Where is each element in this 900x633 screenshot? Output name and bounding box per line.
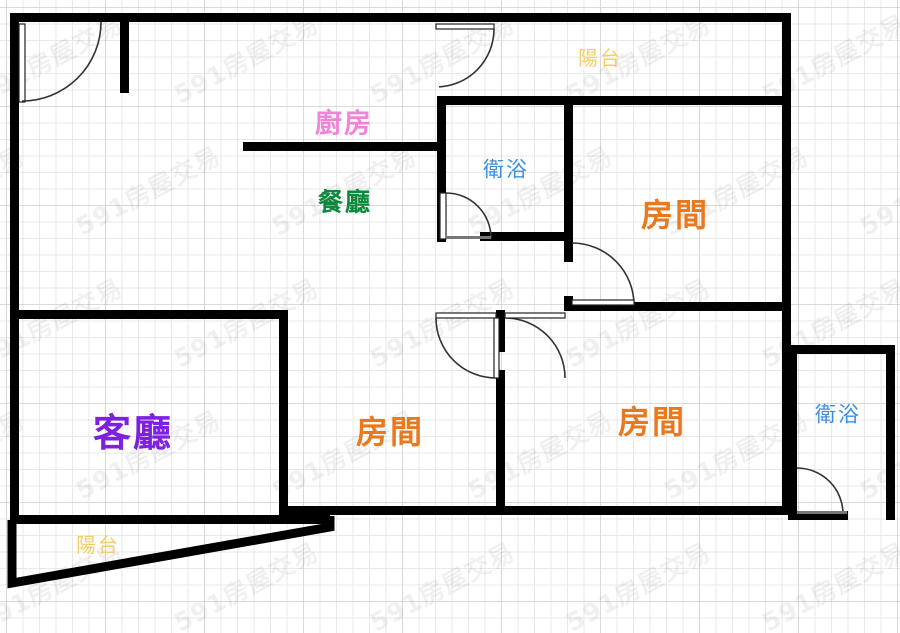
corridor-walls [564, 232, 791, 311]
wall-top-main [119, 13, 791, 22]
wall-corridor-vertical [564, 232, 573, 262]
wall-mid-horizontal-left [19, 310, 287, 319]
bedroom-top-right-door[interactable] [571, 242, 635, 306]
bedroom-middle-door[interactable] [435, 312, 500, 379]
balcony-top-door-swing-arc [435, 28, 495, 88]
entrance-door-leaf [18, 23, 26, 103]
room-label-bathroom-main: 衛浴 [483, 157, 529, 182]
entrance-door[interactable] [18, 21, 102, 103]
bathroom-main-door-leaf [439, 192, 447, 240]
wall-outer-right-upper [782, 13, 791, 311]
wall-bedroom-mid-right-lower [496, 370, 505, 515]
wall-bedroom-mid-left [279, 310, 288, 515]
wall-outer-left [10, 13, 19, 523]
room-label-bathroom-second: 衛浴 [815, 402, 861, 427]
outer-walls [10, 13, 791, 523]
bedroom-middle-door-leaf-vert [493, 317, 500, 379]
wall-bath2-top [788, 345, 895, 354]
bathroom-second-walls [788, 345, 895, 520]
wall-outer-right-lower [782, 302, 791, 515]
room-label-balcony-bottom: 陽台 [76, 533, 120, 557]
room-label-living-room: 客廳 [92, 411, 174, 455]
wall-top-left-stub [10, 13, 122, 22]
bedroom-bottom-right-door-swing-arc [504, 317, 566, 379]
room-label-kitchen: 廚房 [315, 108, 373, 140]
balcony-top-walls [437, 96, 791, 105]
bathroom-second-door-sill [797, 511, 847, 514]
wall-kitchen-counter [243, 142, 443, 151]
kitchen-walls [243, 142, 443, 151]
bathroom-second-door[interactable] [796, 467, 847, 515]
balcony-top-door-leaf [435, 23, 495, 30]
wall-balcony-bottom-right-jog [321, 515, 330, 531]
wall-bath2-right [886, 345, 895, 520]
wall-bedroom-mid-right [496, 310, 505, 352]
wall-corridor-horizontal [564, 302, 791, 311]
bedroom-middle-door-leaf [435, 312, 497, 319]
bedroom-middle-door-swing-arc [435, 317, 497, 379]
room-label-dining-room: 餐廳 [317, 187, 373, 217]
bathroom-second-door-swing-arc [796, 467, 844, 515]
bathroom-main-walls [437, 96, 573, 242]
wall-bath2-left [788, 345, 797, 520]
bedroom-bottom-right-door-leaf [504, 312, 566, 319]
wall-bath1-left [437, 96, 446, 242]
bedroom-bottom-right-door[interactable] [504, 312, 566, 379]
wall-entry-stub [120, 13, 129, 93]
balcony-top-door-jamb [436, 84, 439, 89]
bottom-walls [10, 302, 792, 524]
wall-bath1-right [564, 96, 573, 242]
wall-corridor-right-jamb [564, 296, 573, 311]
bathroom-main-door-swing-arc [445, 192, 492, 239]
balcony-bottom-outline [7, 515, 335, 589]
entrance-door-swing-arc [21, 21, 102, 102]
bathroom-main-door[interactable] [439, 192, 492, 240]
bedroom-top-right-door-leaf [571, 299, 635, 306]
room-label-balcony-top: 陽台 [578, 46, 622, 70]
interior-partitions [19, 310, 505, 515]
wall-bath2-bottom [788, 511, 848, 520]
room-label-bedroom-bottom-right: 房間 [617, 403, 687, 441]
wall-bath1-bottom [480, 232, 573, 241]
room-label-bedroom-middle: 房間 [355, 413, 425, 451]
wall-balcony-bottom-angled [7, 516, 335, 589]
balcony-top-door[interactable] [435, 23, 495, 89]
bedroom-top-right-door-swing-arc [571, 242, 635, 306]
bathroom-main-door-sill [446, 236, 491, 239]
room-label-bedroom-top-right: 房間 [640, 196, 710, 234]
wall-balcony-top-bottom [437, 96, 791, 105]
wall-living-bottom [10, 515, 330, 524]
wall-bedrooms-bottom [288, 506, 792, 515]
